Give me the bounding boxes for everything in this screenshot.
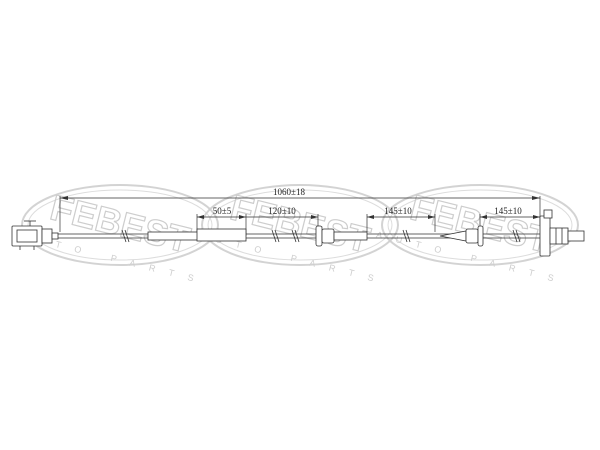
dimension-145-middle-label: 145±10 [384, 206, 412, 216]
grommet-2 [439, 225, 484, 247]
dimension-overall [59, 196, 541, 232]
sensor-cable-right [483, 229, 540, 243]
sensor-cable [58, 228, 318, 243]
dimension-50-label: 50±5 [213, 206, 232, 216]
dimension-145-middle [366, 214, 436, 232]
dimension-overall-label: 1060±18 [273, 187, 305, 197]
dimension-145-right-label: 145±10 [494, 206, 522, 216]
sensor-cable-middle [367, 229, 460, 243]
grommet-1 [315, 225, 368, 247]
dimension-120-label: 120±10 [268, 206, 296, 216]
sensor-head [539, 209, 585, 257]
connector-plug [11, 220, 59, 250]
